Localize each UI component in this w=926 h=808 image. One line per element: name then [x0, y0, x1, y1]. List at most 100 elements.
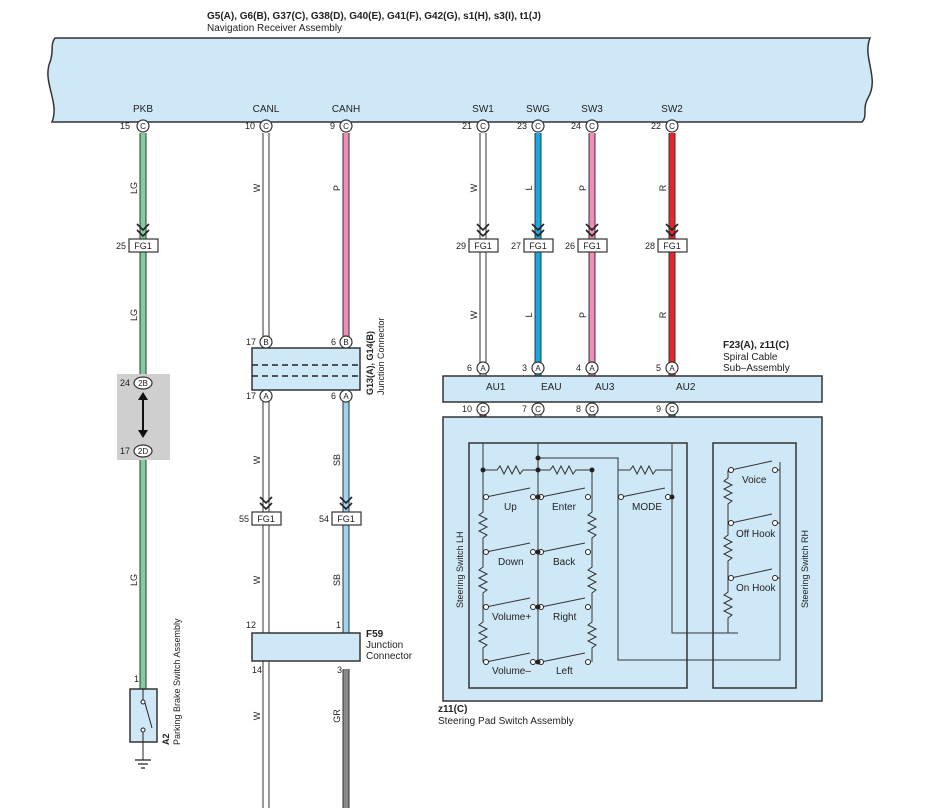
junction-line2: Connector	[366, 651, 413, 662]
chevron-icon	[259, 496, 273, 511]
junction-box	[251, 347, 361, 391]
wire-label: W	[252, 575, 262, 584]
terminal-name-canh: CANH	[332, 104, 360, 115]
assembly-title: z11(C)	[438, 704, 467, 715]
pin-number: 21	[462, 121, 472, 131]
resistor-icon	[482, 443, 592, 476]
wire-label: W	[252, 183, 262, 192]
contact-dot	[140, 727, 146, 733]
wire-label: LG	[129, 574, 139, 586]
chevron-icon	[531, 223, 545, 238]
pin-circle	[136, 119, 150, 133]
pin-letter: A	[263, 392, 269, 401]
terminal-name-sw2: SW2	[661, 104, 683, 115]
chevron-icon	[665, 223, 679, 238]
switch-label-right: Right	[553, 612, 577, 623]
pin-circle	[585, 361, 599, 375]
pin-letter: A	[535, 364, 541, 373]
pin-number: 24	[120, 378, 130, 388]
pin-number: 7	[522, 404, 527, 414]
spiral-line2: Sub–Assembly	[723, 363, 790, 374]
junction-line1: Junction	[366, 640, 403, 651]
terminal-name-sw3: SW3	[581, 104, 603, 115]
switch-label-left: Left	[556, 666, 573, 677]
pin-letter: A	[669, 364, 675, 373]
switch-label-mode: MODE	[632, 502, 662, 513]
wire-label: SB	[332, 454, 342, 466]
pin-number: 17	[246, 337, 256, 347]
pin-letter: B	[343, 338, 348, 347]
wire-label: W	[469, 183, 479, 192]
junction-2b-2d: 24 2B 17 2D	[117, 374, 170, 460]
wire-label: W	[252, 711, 262, 720]
parking-brake-name: Parking Brake Switch Assembly	[172, 618, 182, 745]
header-component: Navigation Receiver Assembly	[207, 23, 342, 34]
pin-number: 1	[134, 674, 139, 684]
pin-number: 1	[336, 620, 341, 630]
pin-circle	[259, 389, 273, 403]
junction-title: G13(A), G14(B)	[365, 331, 375, 395]
spiral-label: EAU	[541, 382, 562, 393]
switch-label-on-hook: On Hook	[736, 583, 776, 594]
switch-icon	[485, 542, 586, 553]
chevron-markers	[136, 223, 679, 511]
resistor-icon	[586, 497, 598, 662]
switch-icon	[730, 460, 773, 579]
switch-label-back: Back	[553, 557, 576, 568]
pin-letter: A	[343, 392, 349, 401]
rh-label: Steering Switch RH	[800, 530, 810, 608]
pin-letter: C	[480, 405, 486, 414]
terminal-name-canl: CANL	[253, 104, 280, 115]
switch-label-off-hook: Off Hook	[736, 529, 776, 540]
pin-number: 8	[576, 404, 581, 414]
switch-label-down: Down	[498, 557, 524, 568]
pin-circle	[133, 444, 153, 458]
pin-number: 14	[252, 665, 262, 675]
wire-label: P	[578, 185, 588, 191]
navigation-receiver-box	[47, 37, 873, 123]
pin-circle	[585, 402, 599, 416]
pin-circle	[531, 361, 545, 375]
joint-pin: 27	[511, 241, 521, 251]
joint-pin: 28	[645, 241, 655, 251]
chevron-icon	[476, 223, 490, 238]
joint-pin: 29	[456, 241, 466, 251]
steering-switch-rh-box	[712, 442, 797, 689]
pin-circle	[665, 402, 679, 416]
joint-box	[128, 238, 159, 253]
pin-letter: A	[589, 364, 595, 373]
spiral-box	[442, 375, 823, 403]
joint-box	[523, 238, 554, 253]
pin-circle	[476, 402, 490, 416]
pin-circle	[339, 119, 353, 133]
pin-circle	[476, 361, 490, 375]
pin-circle	[339, 335, 353, 349]
pin-number: 22	[651, 121, 661, 131]
pin-number: 17	[246, 391, 256, 401]
joint-pin: 26	[565, 241, 575, 251]
pin-letter: C	[589, 405, 595, 414]
arrow-down-icon	[138, 430, 148, 438]
pin-letter: C	[140, 122, 146, 131]
fg-joints: 25 FG1 29 FG1 27 FG1 26 FG1 28 FG1 55 FG…	[116, 238, 688, 526]
joint-pin: 54	[319, 514, 329, 524]
pin-circle	[476, 119, 490, 133]
lh-circuit	[477, 443, 781, 663]
pin-number: 3	[337, 665, 342, 675]
resistor-icon	[537, 443, 673, 476]
pin-letter: C	[535, 405, 541, 414]
pin-number: 15	[120, 121, 130, 131]
junction-connector-g13: 17 B 6 B 17 A 6 A G13(A), G14(B) Junctio…	[246, 317, 386, 403]
pin-circle	[531, 119, 545, 133]
terminal-name-pkb: PKB	[133, 104, 153, 115]
joint-label: FG1	[134, 241, 152, 251]
joint-label: FG1	[663, 241, 681, 251]
chevron-icon	[339, 496, 353, 511]
pin-circle	[531, 402, 545, 416]
joint-box	[331, 511, 362, 526]
pin-number: 10	[462, 404, 472, 414]
assembly-subtitle: Steering Pad Switch Assembly	[438, 716, 574, 727]
switch-icon	[144, 702, 153, 729]
spiral-cable-assembly: F23(A), z11(C) Spiral Cable Sub–Assembly…	[442, 340, 823, 416]
junction-title: F59	[366, 629, 384, 640]
